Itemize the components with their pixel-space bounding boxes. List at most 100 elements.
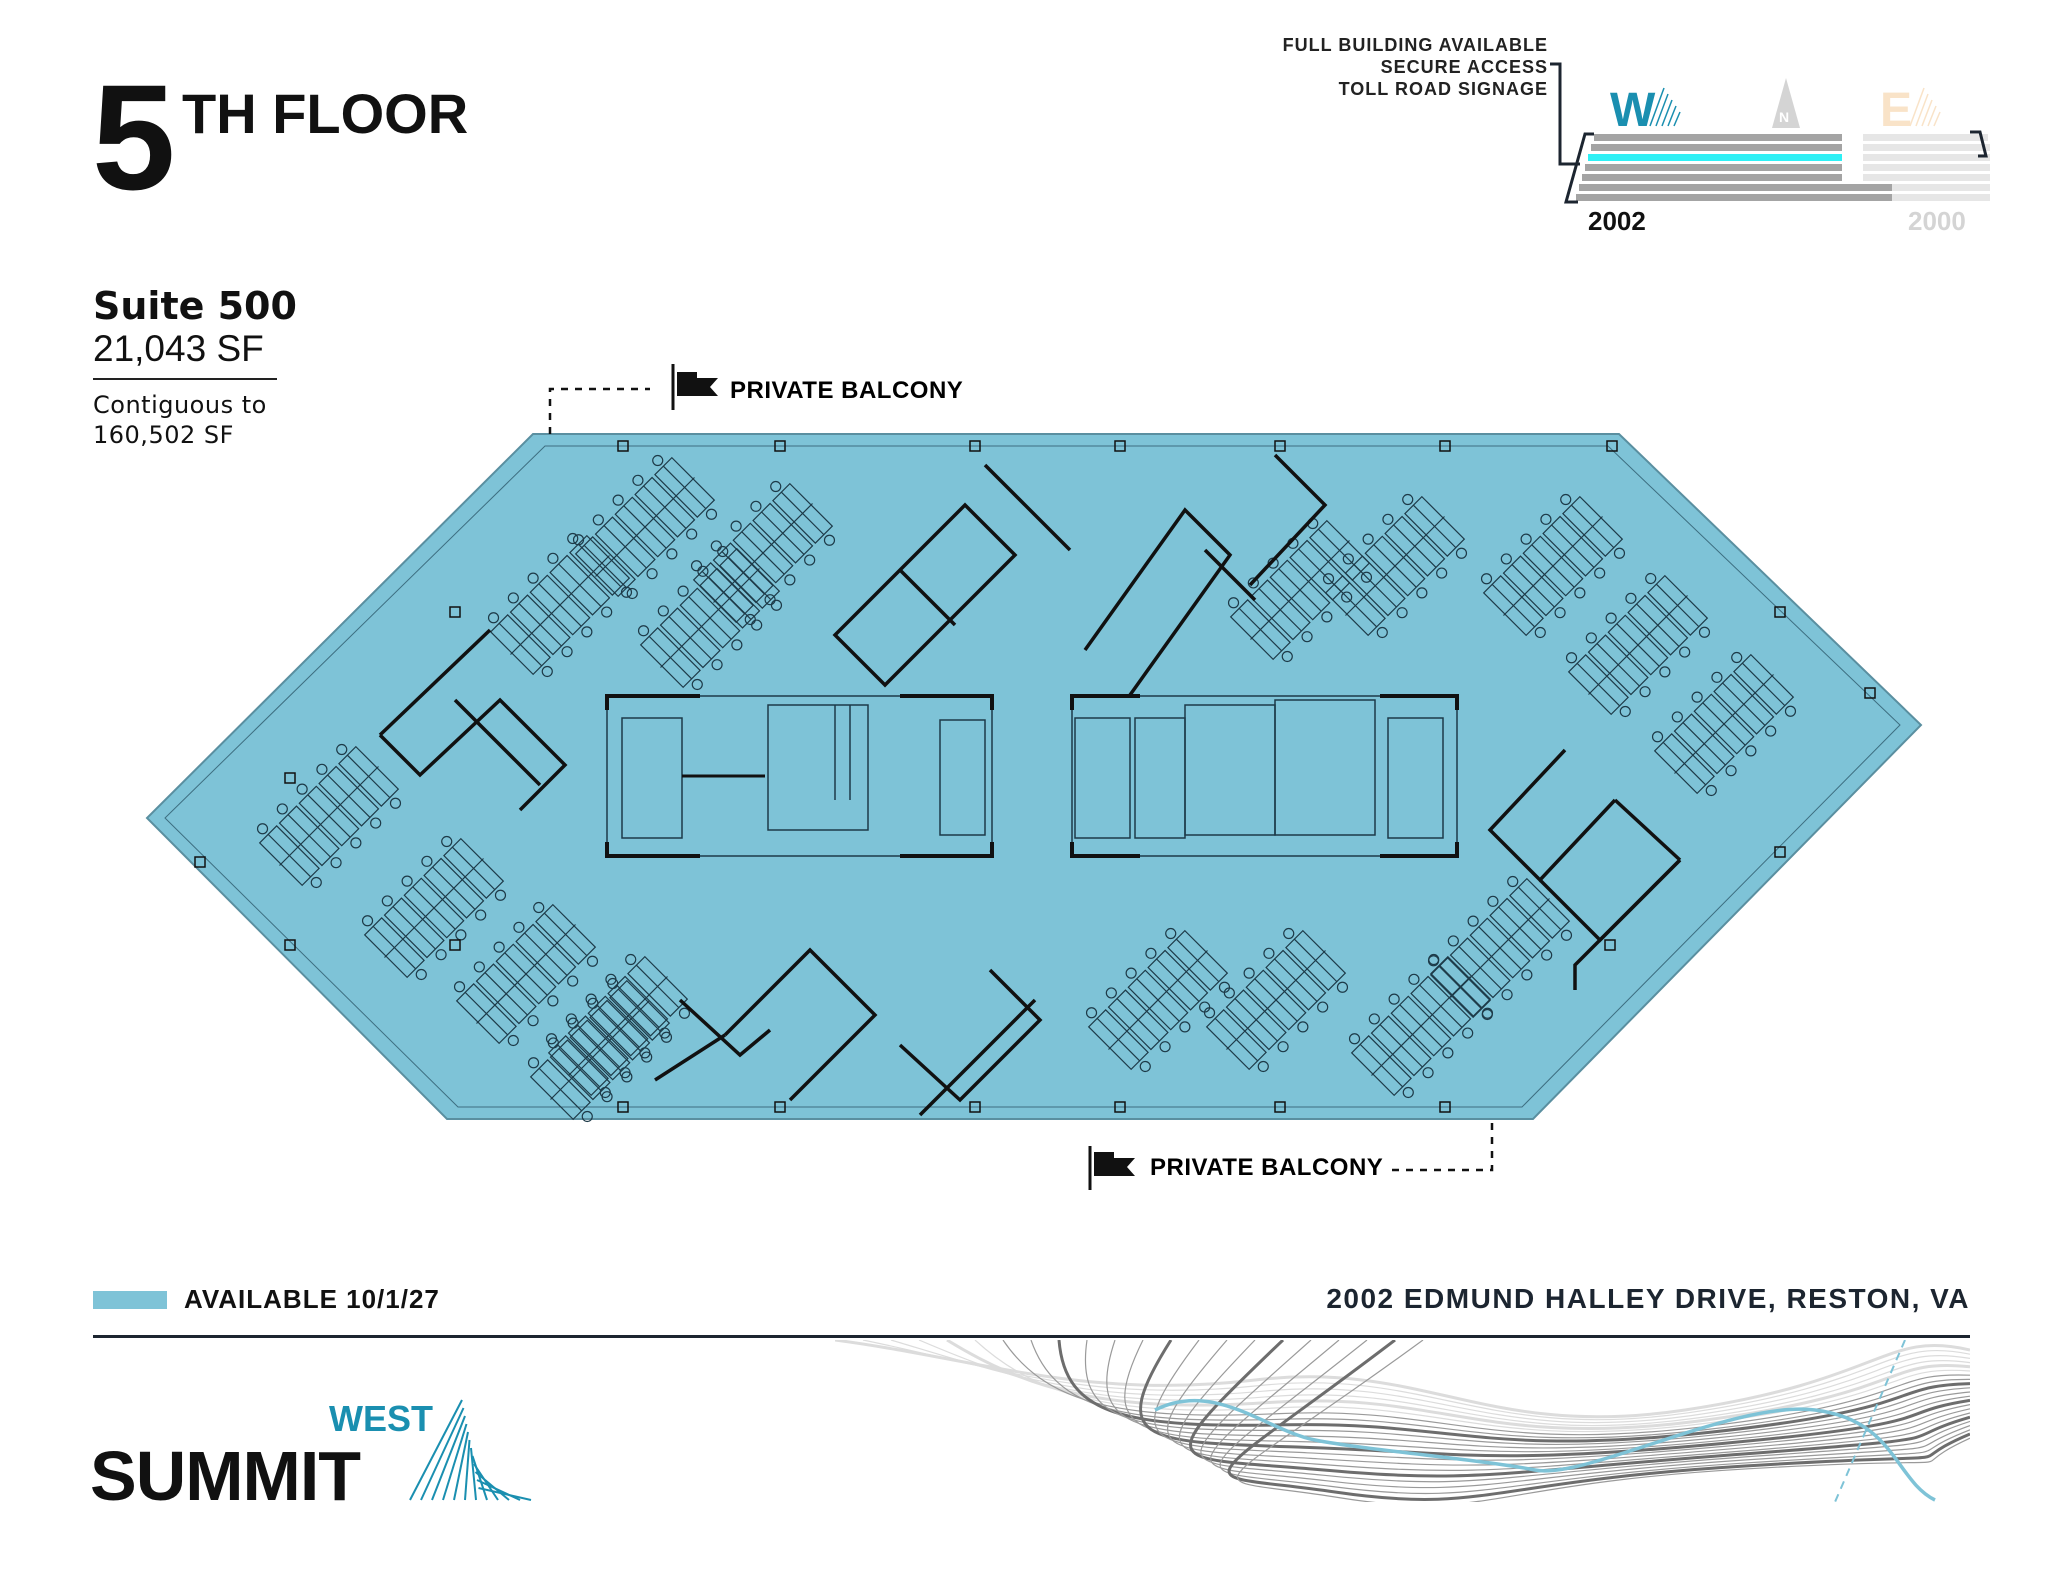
workstation-cluster (527, 977, 673, 1123)
column-icon (1606, 440, 1618, 452)
office-wall (1083, 507, 1233, 697)
contour-line (1200, 1340, 1970, 1483)
office-wall (918, 998, 1037, 1117)
west-building-label: 2002 (1588, 206, 1646, 236)
workstation-cluster (637, 545, 783, 691)
column-icon (1864, 687, 1876, 699)
balcony-label-top: PRIVATE BALCONY (730, 377, 963, 404)
column-icon (1114, 1101, 1126, 1113)
contour-line (1219, 1340, 1970, 1495)
column-icon (1774, 606, 1786, 618)
workstation-cluster (1565, 572, 1711, 718)
column-icon (284, 772, 296, 784)
window-line (164, 445, 1901, 1108)
footer-divider (93, 1335, 1970, 1338)
logo-stripe (442, 1423, 468, 1501)
east-floor-bar-4 (1863, 164, 1990, 171)
logo-stripe (409, 1399, 463, 1501)
logo-west: WEST (329, 1398, 433, 1439)
north-arrow-icon: N (1772, 78, 1800, 128)
floor-bar-1 (1576, 194, 1892, 201)
logo-stripe (464, 1439, 471, 1501)
contour-line (1189, 1340, 1970, 1478)
contour-line (1227, 1340, 1970, 1501)
contour-line (946, 1340, 1970, 1431)
contour-line (862, 1340, 1970, 1421)
column-icon (1439, 440, 1451, 452)
office-wall (1248, 453, 1328, 587)
column-icon (969, 1101, 981, 1113)
column-icon (774, 440, 786, 452)
office-wall (1203, 548, 1257, 602)
flag-icon (1088, 1146, 1135, 1190)
contour-line (1057, 1340, 1970, 1443)
building-features: FULL BUILDING AVAILABLE SECURE ACCESS TO… (1283, 34, 1548, 100)
suite-name: Suite 500 (93, 284, 297, 328)
workstation-cluster (1651, 651, 1797, 797)
office-wall (654, 1033, 726, 1082)
building-key-diagram: W N E 2002 2000 (1550, 62, 1990, 236)
east-floor-bar-6 (1863, 144, 1990, 151)
contour-line (1154, 1340, 1970, 1461)
office-wall (678, 998, 772, 1058)
column-icon (969, 440, 981, 452)
legend-label: AVAILABLE 10/1/27 (184, 1284, 440, 1314)
contiguous-line: Contiguous to (93, 391, 267, 419)
column-icon (1439, 1101, 1451, 1113)
column-icon (449, 939, 461, 951)
workstation-cluster (487, 532, 633, 678)
east-floor-bar-2 (1892, 184, 1990, 191)
contour-line (1106, 1340, 1970, 1449)
contour-line (1002, 1340, 1970, 1436)
contour-line (1210, 1340, 1970, 1489)
logo-stripe (420, 1407, 465, 1501)
east-floor-bar-3 (1863, 174, 1990, 181)
floor-title: TH FLOOR (182, 82, 469, 145)
workstation-cluster (1480, 493, 1626, 639)
workstation-cluster (256, 743, 402, 889)
floor-plan: PRIVATE BALCONY PRIVATE BALCONY (145, 364, 1923, 1190)
column-icon (1114, 440, 1126, 452)
floor-bar-4 (1585, 164, 1842, 171)
floor-bar-6 (1591, 144, 1842, 151)
contiguous-note: Contiguous to 160,502 SF (93, 390, 267, 450)
stream-line (1154, 1398, 1936, 1502)
workstation-cluster (1427, 875, 1573, 1021)
column-icon (449, 606, 461, 618)
column-icon (617, 440, 629, 452)
building-core (606, 695, 1458, 857)
office-wall (378, 697, 568, 812)
stair-west (621, 717, 683, 839)
feature-item: FULL BUILDING AVAILABLE (1282, 35, 1548, 55)
office-wall (378, 628, 492, 737)
east-floor-bar-7 (1863, 134, 1988, 141)
office-wall (453, 698, 542, 787)
column-icon (194, 856, 206, 868)
workstation-cluster (1203, 927, 1349, 1073)
column-icon (1604, 939, 1616, 951)
office-wall (898, 968, 1043, 1103)
workstation-cluster (1085, 927, 1231, 1073)
workstation-cluster (545, 953, 691, 1099)
feature-item: TOLL ROAD SIGNAGE (1338, 79, 1548, 99)
office-wall (1487, 748, 1617, 883)
floor-number: 5 (92, 53, 175, 221)
column-icon (1274, 1101, 1286, 1113)
restroom (767, 704, 869, 831)
contour-line (1139, 1340, 1970, 1458)
legend-swatch (93, 1291, 167, 1309)
west-bracket (1564, 132, 1594, 204)
logo-stripe (471, 1455, 488, 1501)
floor-bar-2 (1579, 184, 1892, 191)
stair-east (1387, 717, 1444, 839)
contour-line (1030, 1340, 1970, 1439)
address: 2002 EDMUND HALLEY DRIVE, RESTON, VA (1326, 1283, 1970, 1314)
column-icon (1274, 440, 1286, 452)
contour-line (1237, 1340, 1970, 1502)
office-wall (832, 502, 1018, 688)
workstation-cluster (1348, 953, 1494, 1099)
workstation-cluster (1227, 517, 1373, 663)
office-wall (723, 947, 878, 1102)
floor-bar-3 (1582, 174, 1842, 181)
elevator (1074, 717, 1131, 839)
